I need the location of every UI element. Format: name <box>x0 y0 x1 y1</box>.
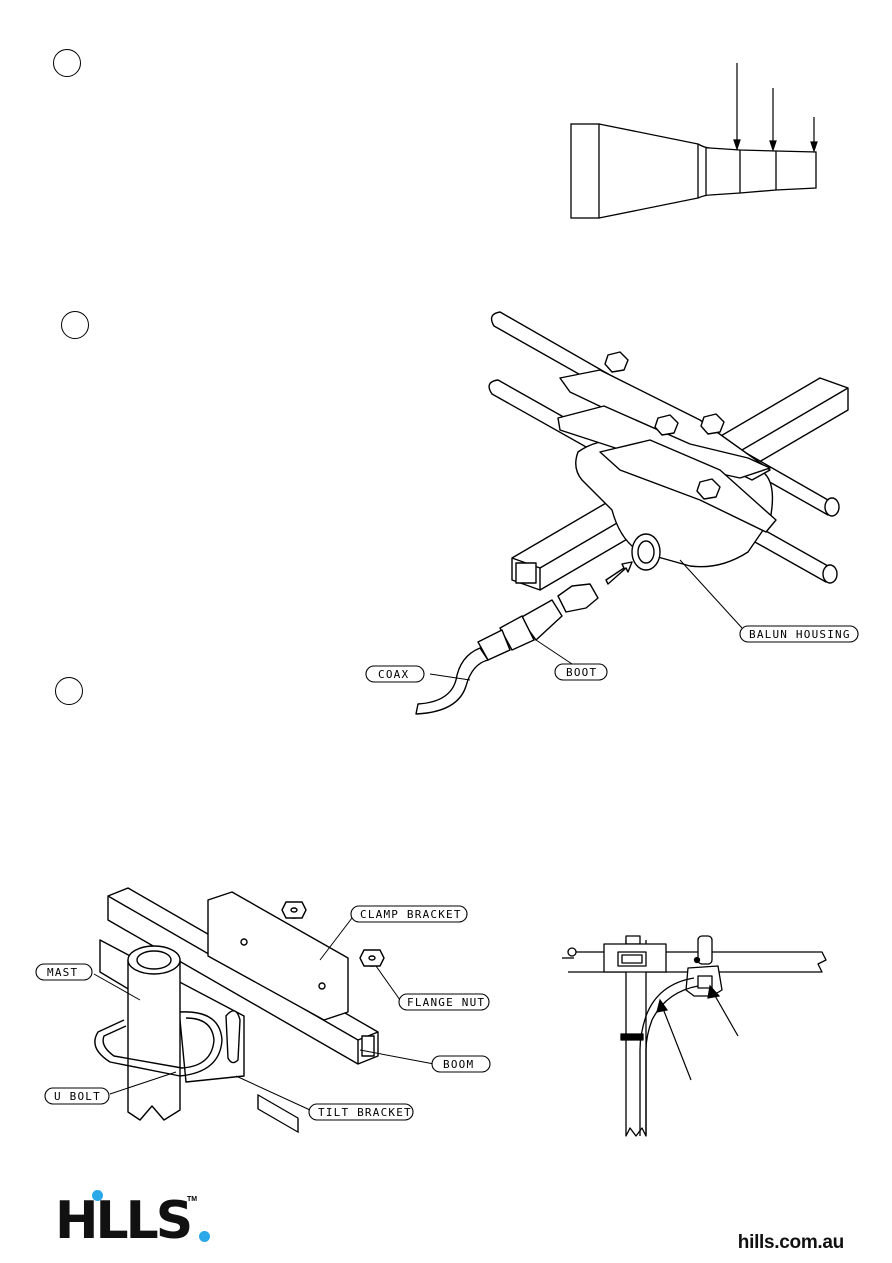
clamp-bracket-label-box <box>350 905 468 923</box>
boot-base-rect <box>570 123 600 219</box>
boot-neck <box>697 143 817 199</box>
insert-arrow <box>605 561 633 585</box>
mast-tube <box>127 959 181 1121</box>
nut-2 <box>700 413 725 435</box>
boot-taper <box>598 123 699 219</box>
trim-arrows <box>733 63 818 153</box>
routing-arrows <box>656 984 739 1081</box>
logo-dot-icon <box>92 1190 103 1201</box>
logo-period-icon <box>199 1231 210 1242</box>
u-bolt-label: U BOLT <box>54 1090 101 1103</box>
balun-housing-label: BALUN HOUSING <box>749 628 851 641</box>
f-connector <box>557 583 599 613</box>
u-bolt-label-box <box>44 1087 110 1105</box>
hills-wordmark: HLLS <box>55 1191 193 1251</box>
coax-label-box <box>365 665 425 683</box>
clamp-slot <box>257 1094 299 1133</box>
coax-run <box>639 977 695 1136</box>
nut-3 <box>696 478 721 500</box>
trademark-mark: TM <box>187 1196 198 1203</box>
hills-logo: HLLS TM <box>55 1190 215 1252</box>
step-1-circle <box>53 49 81 77</box>
website-url[interactable]: hills.com.au <box>737 1232 845 1253</box>
mast-label-box <box>35 963 93 981</box>
clamp-bracket-label: CLAMP BRACKET <box>360 908 462 921</box>
nut-1 <box>604 351 629 373</box>
boom-label-box <box>431 1055 491 1073</box>
balun-housing-label-box <box>739 625 859 643</box>
tilt-bracket-label: TILT BRACKET <box>318 1106 412 1119</box>
coax-label: COAX <box>378 668 409 681</box>
cable-tie <box>620 1033 644 1041</box>
coax-cable <box>415 647 489 715</box>
flange-nut-label: FLANGE NUT <box>407 996 485 1009</box>
boot-label: BOOT <box>566 666 597 679</box>
step-2-circle <box>61 311 89 339</box>
clamp-bracket-shape <box>207 891 349 1021</box>
boom-label: BOOM <box>443 1058 474 1071</box>
nut-4 <box>654 414 679 436</box>
mast-label: MAST <box>47 966 78 979</box>
tilt-bracket-label-box <box>308 1103 414 1121</box>
step-3-circle <box>55 677 83 705</box>
u-bolt <box>94 1011 223 1077</box>
flange-nut-label-box <box>398 993 490 1011</box>
flange-nut-1 <box>281 901 307 919</box>
flange-nut-2 <box>359 949 385 967</box>
boot-label-box <box>554 663 608 681</box>
